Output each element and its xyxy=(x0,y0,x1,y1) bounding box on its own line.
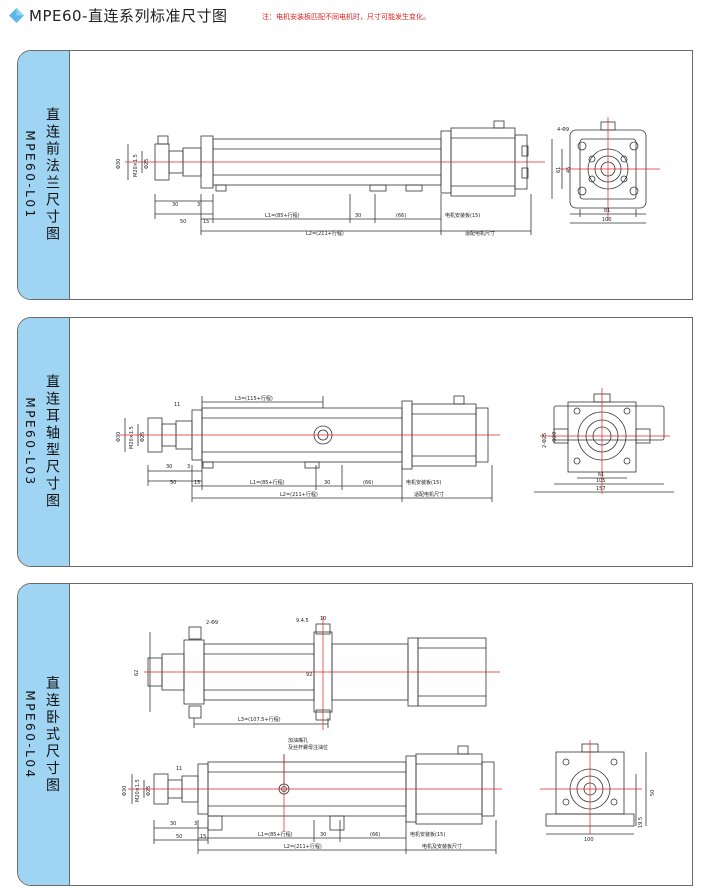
dim-3: 3 xyxy=(194,821,197,827)
dim-motor-size: 适配电机尺寸 xyxy=(465,230,495,237)
page-title: MPE60-直连系列标准尺寸图 xyxy=(29,7,228,25)
dim-motor-size: 适配电机尺寸 xyxy=(414,491,444,498)
dim-shaft: Φ25 xyxy=(146,786,152,796)
grease-label-2: 及丝杆螺母注油位 xyxy=(288,744,328,751)
diamond-icon xyxy=(9,8,24,23)
dim-shaft: Φ25 xyxy=(144,159,150,169)
dim-50: 50 xyxy=(176,834,182,840)
dim-rod-dia: Φ30 xyxy=(122,786,128,796)
dim-trunnion2: Φ20 xyxy=(552,432,558,442)
grease-label-1: 加油嘴孔 xyxy=(288,737,308,744)
dim-L2: L2=(211+行程) xyxy=(280,491,318,498)
dim-157: 157 xyxy=(596,486,606,492)
dim-61: 61 xyxy=(598,472,604,478)
dim-105: 105 xyxy=(596,478,606,484)
page-note: 注：电机安装板匹配不同电机时，尺寸可能发生变化。 xyxy=(262,13,430,21)
dim-66: (66) xyxy=(396,213,406,219)
dim-11: 11 xyxy=(176,766,182,772)
dim-11: 11 xyxy=(174,402,180,408)
dim-30: 30 xyxy=(170,821,176,827)
dim-62: 62 xyxy=(134,670,140,676)
panel-l04: MPE60-L04 直连卧式尺寸图 xyxy=(17,583,693,886)
dim-holes: 2-Φ9 xyxy=(206,620,218,626)
dim-30: 30 xyxy=(172,202,178,208)
dim-L2: L2=(211+行程) xyxy=(306,230,344,237)
dim-10: 10 xyxy=(320,616,326,622)
dim-thread: M20×1.5 xyxy=(133,154,139,177)
dim-45: 45 xyxy=(566,167,572,173)
dim-50: 50 xyxy=(170,480,176,486)
dim-rod-dia: Φ30 xyxy=(116,432,122,442)
dim-L1: L1=(85+行程) xyxy=(265,212,300,219)
dim-L3: L3=(107.5+行程) xyxy=(238,716,281,723)
dim-L1: L1=(85+行程) xyxy=(250,479,285,486)
dim-holes: 4-Φ9 xyxy=(557,127,569,133)
dim-30: 30 xyxy=(166,464,172,470)
dim-motor-plate: 电机安装板(15) xyxy=(406,479,441,486)
panel-name: 直连耳轴型尺寸图 xyxy=(44,374,60,510)
panel-l03: MPE60-L03 直连耳轴型尺寸图 xyxy=(17,317,693,567)
dim-15: 15 xyxy=(203,219,209,225)
dim-L1: L1=(85+行程) xyxy=(258,831,293,838)
dim-30b: 30 xyxy=(320,832,326,838)
panel-name: 直连卧式尺寸图 xyxy=(44,675,60,794)
panel-code: MPE60-L04 xyxy=(23,689,37,780)
dim-shaft: Φ25 xyxy=(140,432,146,442)
dim-rod-dia: Φ30 xyxy=(116,159,122,169)
panel-name: 直连前法兰尺寸图 xyxy=(44,107,60,243)
panel-code: MPE60-L03 xyxy=(23,397,37,487)
dim-motor-plate: 电机安装板(15) xyxy=(445,212,480,219)
dim-66: (66) xyxy=(363,480,373,486)
dim-slot: 9.4.5 xyxy=(296,618,309,624)
dim-L2: L2=(211+行程) xyxy=(284,843,322,850)
dim-motor-plate: 电机安装板(15) xyxy=(410,831,445,838)
dim-100: 100 xyxy=(602,217,612,223)
panel-l01: MPE60-L01 直连前法兰尺寸图 xyxy=(17,50,693,300)
dim-thread: M20×1.5 xyxy=(129,426,135,449)
panel-tab: MPE60-L03 直连耳轴型尺寸图 xyxy=(18,318,70,566)
dim-66: (66) xyxy=(370,832,380,838)
dim-30b: 30 xyxy=(324,480,330,486)
dim-thread: M20×1.5 xyxy=(135,779,141,802)
drawing-l01: Φ30 M20×1.5 Φ25 30 3 50 15 L1=(85+行程) 30… xyxy=(116,117,660,237)
drawing-l03: L3=(115+行程) 11 Φ30 M20×1.5 Φ25 30 3 50 1… xyxy=(116,388,674,502)
panel-tab: MPE60-L01 直连前法兰尺寸图 xyxy=(18,51,70,299)
dim-motor-size: 电机及安装板尺寸 xyxy=(422,843,462,850)
panel-code: MPE60-L01 xyxy=(23,130,37,220)
dim-15: 15 xyxy=(194,480,200,486)
drawing-l04: 2-Φ9 9.4.5 10 62 92 L3=(107.5+行程) 加油嘴孔 及… xyxy=(122,616,656,854)
panel-tab: MPE60-L04 直连卧式尺寸图 xyxy=(18,584,70,885)
dim-15: 15 xyxy=(200,834,206,840)
dim-3: 3 xyxy=(187,464,190,470)
dim-30b: 30 xyxy=(355,213,361,219)
dim-61: 61 xyxy=(556,167,562,173)
dim-3: 3 xyxy=(197,202,200,208)
dim-L3: L3=(115+行程) xyxy=(235,395,273,402)
dim-h50: 50 xyxy=(650,790,656,796)
dim-81: 81 xyxy=(604,208,610,214)
page-header: MPE60-直连系列标准尺寸图 注：电机安装板匹配不同电机时，尺寸可能发生变化。 xyxy=(0,0,724,40)
dim-50: 50 xyxy=(180,219,186,225)
dim-trunnion: 2-Φ25 xyxy=(542,433,548,448)
dim-100: 100 xyxy=(584,837,594,843)
dim-92: 92 xyxy=(306,672,312,678)
dim-h19: 19.5 xyxy=(638,817,644,828)
